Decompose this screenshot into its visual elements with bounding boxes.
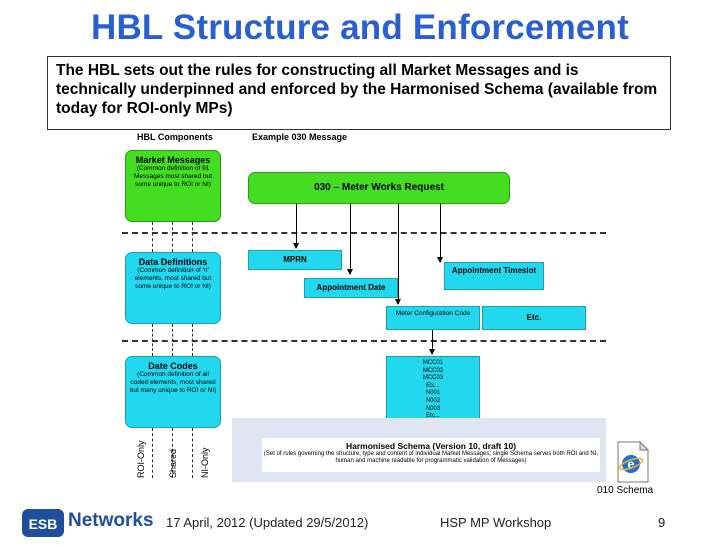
schema-title: Harmonised Schema (Version 10, draft 10) [345,441,517,451]
connector-line [172,222,173,252]
scope-label-shared: Shared [168,448,178,478]
code-item: MCC01 [422,360,444,366]
schema-file-icon[interactable]: e [614,440,652,484]
arrow [293,204,299,249]
schema-note: (Set of rules governing the structure, t… [263,451,599,464]
svg-text:ESB: ESB [29,516,58,532]
mprn-element: MPRN [248,250,342,270]
data-definitions-title: Data Definitions [138,257,208,267]
message-box: 030 – Meter Works Request [248,172,510,204]
code-item: N003 [425,405,441,412]
date-codes-box: Date Codes (Common definition of all cod… [125,356,221,428]
scope-label-roi: ROI-Only [136,440,146,478]
code-item: MCC03 [422,375,444,382]
schema-icon-label: 010 Schema [597,485,654,496]
connector-line [192,428,193,478]
page-number: 9 [658,515,666,530]
scope-label-ni: NI-Only [200,447,210,478]
data-definitions-note: (Common definition of 'n' elements, most… [134,267,212,290]
connector-line [152,222,153,252]
svg-text:e: e [627,457,634,472]
arrow [395,204,401,305]
slide-title: HBL Structure and Enforcement [90,8,629,47]
code-item: Etc... [426,382,440,389]
components-header: HBL Components [137,132,213,142]
code-item: MCC02 [422,367,444,374]
date-codes-note: (Common definition of all coded elements… [129,371,217,394]
intro-text: The HBL sets out the rules for construct… [47,56,671,130]
arrow [437,204,443,263]
connector-line [192,222,193,252]
market-messages-box: Market Messages (Common definition of 91… [125,150,221,222]
example-header: Example 030 Message [252,132,348,142]
appointment-timeslot-element: Appointment Timeslot [444,262,544,290]
market-messages-note: (Common definition of 91 Messages most s… [133,165,213,188]
market-messages-title: Market Messages [135,155,211,165]
connector-line [152,428,153,478]
separator-line [122,232,606,234]
code-item: N002 [425,397,441,404]
data-definitions-box: Data Definitions (Common definition of '… [125,252,221,324]
logo-text: Networks [68,510,154,531]
code-item: N001 [425,390,441,397]
arrow [347,204,353,275]
schema-box: Harmonised Schema (Version 10, draft 10)… [262,438,600,472]
connector-line [172,428,173,478]
footer-event: HSP MP Workshop [440,515,552,530]
meter-config-element: Meter Configuration Code [386,306,480,330]
appointment-date-element: Appointment Date [304,278,398,298]
date-codes-title: Date Codes [148,361,198,371]
arrow [429,330,435,355]
esb-networks-logo: ESB [22,506,162,545]
code-item: Etc... [426,413,440,420]
separator-line [122,340,606,342]
etc-element: Etc. [482,306,586,330]
footer-date: 17 April, 2012 (Updated 29/5/2012) [166,515,369,530]
